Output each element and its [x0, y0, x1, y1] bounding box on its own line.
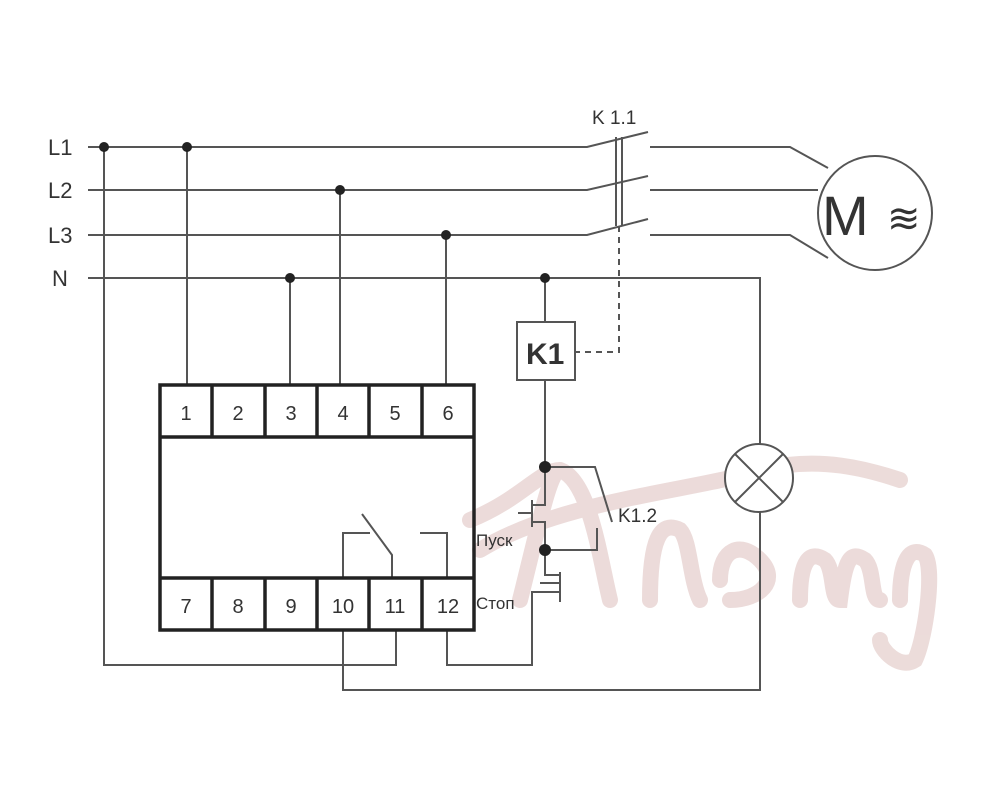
motor-label: M [822, 184, 869, 247]
label-n: N [52, 266, 68, 291]
power-lines [88, 131, 829, 691]
relay-device [158, 383, 476, 632]
terminal-7: 7 [180, 596, 191, 618]
contactor-main-label: K 1.1 [592, 108, 636, 129]
terminal-6: 6 [442, 403, 453, 425]
label-l1: L1 [48, 135, 72, 160]
motor-symbol: M ≋ [817, 155, 933, 271]
start-button-label: Пуск [476, 531, 513, 550]
terminal-12: 12 [437, 596, 459, 618]
label-l3: L3 [48, 223, 72, 248]
terminal-11: 11 [385, 596, 406, 618]
terminal-10: 10 [332, 596, 354, 618]
junction-dots [99, 142, 551, 556]
stop-button-label: Стоп [476, 594, 515, 613]
terminal-3: 3 [285, 403, 296, 425]
aux-contact-label: K1.2 [618, 506, 657, 527]
watermark-logo [462, 455, 938, 671]
contactor-coil [516, 321, 576, 381]
terminal-9: 9 [285, 596, 296, 618]
motor-ac-icon: ≋ [887, 197, 921, 241]
terminal-2: 2 [232, 403, 243, 425]
indicator-lamp [724, 443, 794, 513]
terminal-4: 4 [337, 403, 348, 425]
terminal-1: 1 [180, 403, 191, 425]
terminal-8: 8 [232, 596, 243, 618]
label-l2: L2 [48, 178, 72, 203]
contactor-coil-label: K1 [526, 338, 564, 371]
terminal-5: 5 [389, 403, 400, 425]
